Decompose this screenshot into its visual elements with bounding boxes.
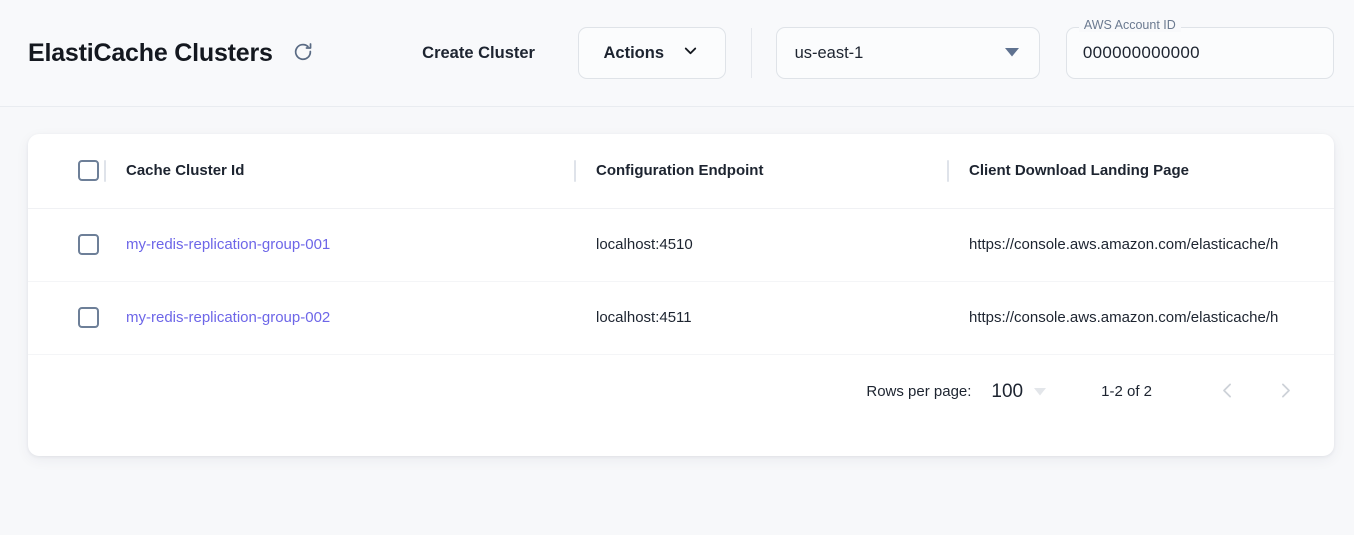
actions-button[interactable]: Actions bbox=[577, 27, 726, 79]
chevron-right-icon bbox=[1275, 380, 1296, 404]
select-all-checkbox[interactable] bbox=[78, 160, 99, 182]
cell-landing-page: https://console.aws.amazon.com/elasticac… bbox=[947, 281, 1334, 355]
dropdown-triangle-icon bbox=[1004, 44, 1019, 62]
clusters-table: Cache Cluster Id Configuration Endpoint … bbox=[28, 134, 1334, 355]
aws-account-id-field[interactable]: AWS Account ID 000000000000 bbox=[1065, 19, 1334, 79]
region-select[interactable]: us-east-1 bbox=[775, 27, 1040, 79]
rows-per-page-label: Rows per page: bbox=[866, 383, 972, 400]
row-select-cell bbox=[28, 281, 104, 355]
table-header-row: Cache Cluster Id Configuration Endpoint … bbox=[28, 134, 1334, 209]
column-divider bbox=[574, 159, 576, 182]
column-header-landing-page[interactable]: Client Download Landing Page bbox=[947, 134, 1334, 209]
next-page-button[interactable] bbox=[1266, 373, 1304, 411]
select-all-header-cell bbox=[28, 134, 104, 209]
cell-config-endpoint: localhost:4511 bbox=[574, 281, 947, 355]
cell-cluster-id: my-redis-replication-group-001 bbox=[104, 208, 574, 282]
column-divider bbox=[947, 159, 949, 182]
app-toolbar: ElastiCache Clusters Create Cluster Acti… bbox=[0, 0, 1354, 107]
region-select-value: us-east-1 bbox=[794, 43, 864, 62]
cell-config-endpoint: localhost:4510 bbox=[574, 208, 947, 282]
rows-per-page-select[interactable]: 100 bbox=[991, 380, 1047, 403]
chevron-down-icon bbox=[681, 41, 700, 65]
row-checkbox[interactable] bbox=[78, 307, 99, 328]
rows-per-page-value: 100 bbox=[991, 380, 1024, 402]
column-header-cluster-id[interactable]: Cache Cluster Id bbox=[104, 134, 574, 209]
column-header-label: Configuration Endpoint bbox=[596, 162, 764, 180]
page-title: ElastiCache Clusters bbox=[28, 38, 273, 67]
refresh-button[interactable] bbox=[287, 36, 320, 70]
actions-button-label: Actions bbox=[603, 43, 665, 62]
table-pagination: Rows per page: 100 1-2 of 2 bbox=[28, 355, 1334, 429]
table-row[interactable]: my-redis-replication-group-001 localhost… bbox=[28, 208, 1334, 282]
cluster-id-link[interactable]: my-redis-replication-group-001 bbox=[126, 236, 331, 253]
refresh-icon bbox=[292, 41, 314, 66]
cell-cluster-id: my-redis-replication-group-002 bbox=[104, 281, 574, 355]
chevron-left-icon bbox=[1217, 380, 1238, 404]
aws-account-id-label: AWS Account ID bbox=[1078, 19, 1181, 32]
column-divider bbox=[104, 159, 106, 182]
table-header: Cache Cluster Id Configuration Endpoint … bbox=[28, 134, 1334, 209]
dropdown-triangle-icon bbox=[1034, 383, 1047, 401]
column-header-label: Client Download Landing Page bbox=[969, 162, 1190, 180]
cell-landing-page: https://console.aws.amazon.com/elasticac… bbox=[947, 208, 1334, 282]
table-body: my-redis-replication-group-001 localhost… bbox=[28, 208, 1334, 355]
previous-page-button[interactable] bbox=[1208, 373, 1246, 411]
cluster-id-link[interactable]: my-redis-replication-group-002 bbox=[126, 309, 331, 326]
create-cluster-button[interactable]: Create Cluster bbox=[412, 36, 545, 71]
table-row[interactable]: my-redis-replication-group-002 localhost… bbox=[28, 281, 1334, 355]
row-checkbox[interactable] bbox=[78, 234, 99, 255]
column-header-config-endpoint[interactable]: Configuration Endpoint bbox=[574, 134, 947, 209]
row-select-cell bbox=[28, 208, 104, 282]
aws-account-id-value: 000000000000 bbox=[1082, 43, 1200, 62]
clusters-card: Cache Cluster Id Configuration Endpoint … bbox=[28, 134, 1334, 456]
page-range-label: 1-2 of 2 bbox=[1101, 383, 1152, 400]
toolbar-divider bbox=[750, 28, 752, 78]
column-header-label: Cache Cluster Id bbox=[126, 162, 245, 180]
